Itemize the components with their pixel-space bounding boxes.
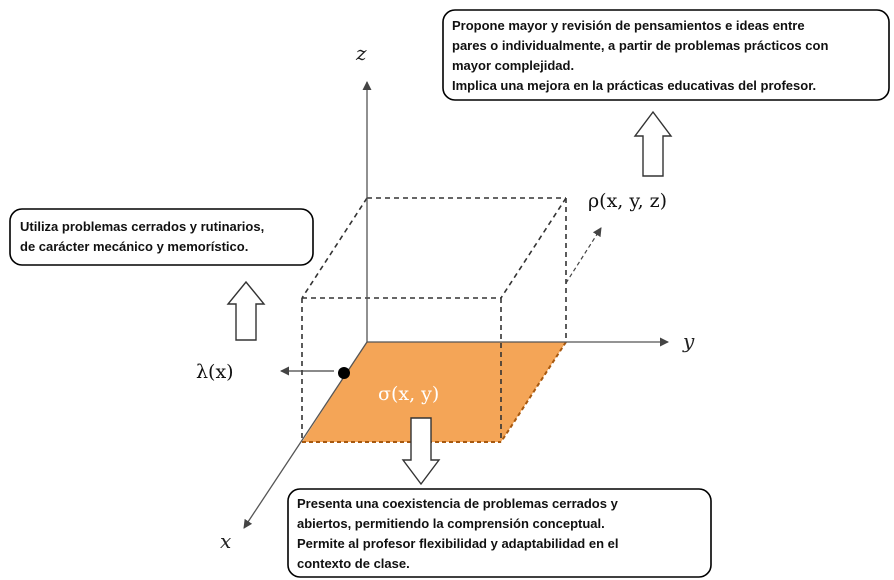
x-axis-label: x — [220, 529, 231, 553]
bottom-note-line: Permite al profesor flexibilidad y adapt… — [297, 536, 618, 551]
left-note-line: Utiliza problemas cerrados y rutinarios, — [20, 219, 264, 234]
bottom-note-line: abiertos, permitiendo la comprensión con… — [297, 516, 605, 531]
top-note-line: Implica una mejora en la prácticas educa… — [452, 78, 816, 93]
bottom-note-box: Presenta una coexistencia de problemas c… — [287, 488, 712, 578]
y-axis-label: y — [682, 329, 695, 353]
bottom-note-line: Presenta una coexistencia de problemas c… — [297, 496, 619, 511]
lambda-label: λ(x) — [196, 361, 234, 383]
up-arrow-top-icon — [633, 110, 673, 177]
rho-arrow — [565, 227, 602, 284]
top-note-line: mayor complejidad. — [452, 58, 574, 73]
up-arrow-left-icon — [226, 280, 266, 341]
rho-label: ρ(x, y, z) — [588, 190, 667, 212]
sigma-label: σ(x, y) — [378, 383, 439, 405]
plane-edge-right — [500, 341, 567, 443]
top-note-box: Propone mayor y revisión de pensamientos… — [442, 9, 890, 101]
dashed-box — [301, 197, 567, 442]
z-axis-label: z — [355, 41, 367, 65]
top-note-line: Propone mayor y revisión de pensamientos… — [452, 18, 805, 33]
down-arrow-bottom-icon — [401, 417, 441, 486]
top-note-line: pares o individualmente, a partir de pro… — [452, 38, 828, 53]
xy-plane — [302, 342, 566, 442]
left-note-line: de carácter mecánico y memorístico. — [20, 239, 248, 254]
bottom-note-line: contexto de clase. — [297, 556, 410, 571]
left-note-box: Utiliza problemas cerrados y rutinarios,… — [9, 208, 314, 266]
lambda-point — [338, 367, 350, 379]
